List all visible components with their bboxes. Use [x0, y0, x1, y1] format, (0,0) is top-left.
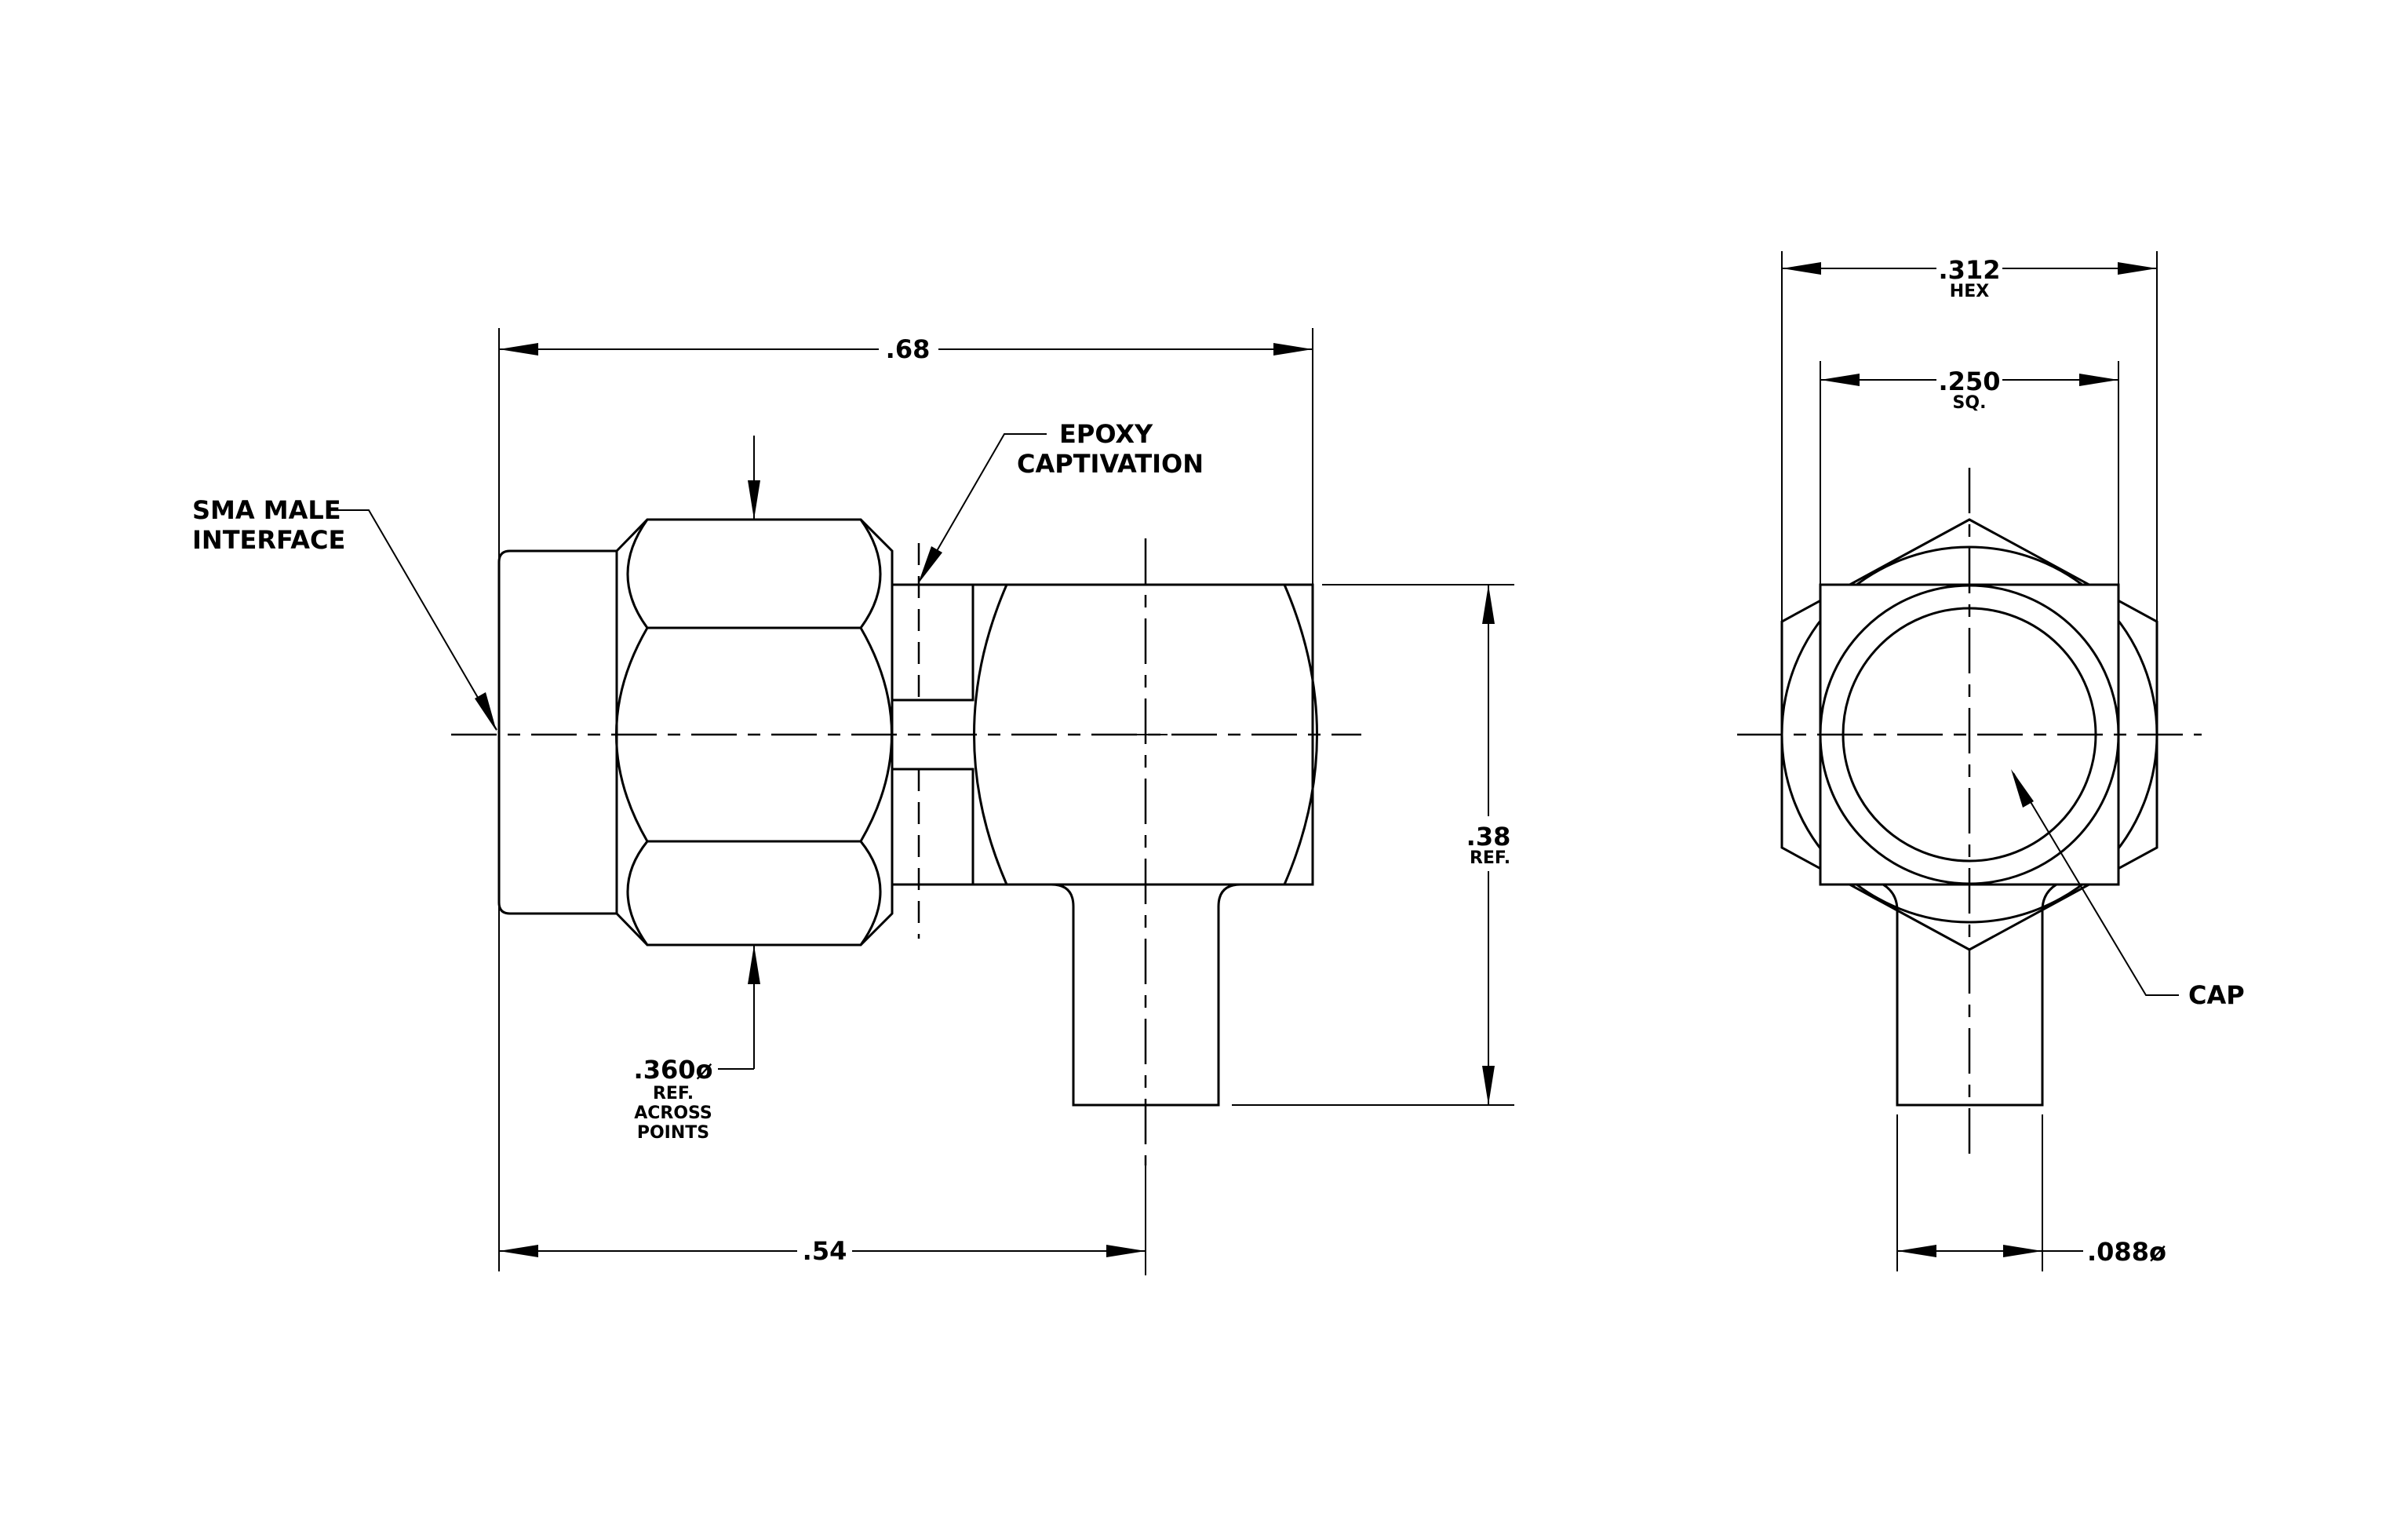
- epoxy-label-line2: CAPTIVATION: [1017, 449, 1204, 479]
- epoxy-leader: [919, 433, 1047, 582]
- dim-label-overall-length: .68: [886, 334, 931, 364]
- dim-label-hex: .312: [1939, 255, 2001, 285]
- cap-label: CAP: [2188, 980, 2245, 1010]
- hex-nut-outline: [615, 518, 894, 947]
- end-view: .312 HEX .250 SQ. .088ø CAP: [1737, 251, 2245, 1271]
- interface-label-line1: SMA MALE: [192, 495, 341, 525]
- dim-note-square: SQ.: [1953, 393, 1987, 413]
- connector-flange: [497, 549, 618, 915]
- hex-note-ref: REF.: [653, 1084, 694, 1103]
- interface-label-line2: INTERFACE: [192, 525, 345, 555]
- side-view: .68 .54 .38 REF. .360ø REF. ACROSS POINT…: [192, 328, 1514, 1275]
- hex-flat-arc-top: [626, 519, 882, 629]
- dim-note-height-ref: REF.: [1470, 848, 1510, 868]
- cap-leader: [2013, 772, 2179, 996]
- end-view-pin: [1882, 883, 2057, 1107]
- dim-label-square: .250: [1939, 367, 2001, 396]
- hex-diameter-label: .360ø: [634, 1055, 713, 1085]
- hex-note-points: POINTS: [637, 1123, 709, 1143]
- epoxy-label-line1: EPOXY: [1059, 419, 1153, 449]
- hex-flat-arc-bottom: [626, 840, 882, 946]
- interface-leader: [333, 509, 497, 731]
- dim-label-pin-diameter: .088ø: [2087, 1237, 2166, 1267]
- dim-note-hex: HEX: [1950, 282, 1989, 301]
- dim-label-pin-length: .54: [803, 1236, 847, 1266]
- dim-label-height: .38: [1466, 822, 1511, 852]
- hex-note-across: ACROSS: [634, 1103, 712, 1123]
